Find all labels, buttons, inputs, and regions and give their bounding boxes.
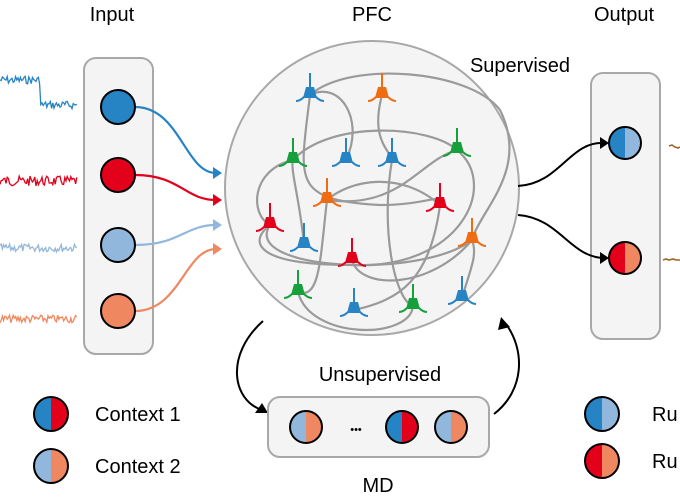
md-units	[289, 410, 468, 444]
md-unit-context1	[385, 410, 419, 444]
pyramidal-neuron-orange	[312, 178, 342, 207]
pyramidal-neuron-red	[337, 238, 367, 267]
pyramidal-neuron-orange	[367, 73, 397, 102]
input-trace-1	[0, 74, 78, 111]
pyramidal-neuron-blue	[289, 223, 319, 252]
pfc-title: PFC	[352, 4, 392, 26]
pyramidal-neuron-blue	[377, 138, 407, 167]
recurrent-wire-3	[309, 72, 511, 241]
pyramidal-neuron-green	[278, 138, 308, 167]
pyramidal-neuron-green	[283, 270, 313, 299]
pyramidal-neuron-red	[255, 203, 285, 232]
md-unit-context2-b	[434, 410, 468, 444]
output-unit-rule2	[608, 241, 642, 275]
input-trace-4	[0, 313, 78, 325]
legend-swatch-context-2	[33, 448, 69, 484]
output-arrowhead-2	[600, 252, 609, 264]
input-connection-2	[134, 173, 217, 202]
legend-swatch-context-1	[33, 396, 69, 432]
input-unit-light-blue	[100, 227, 136, 263]
output-connection-1	[517, 141, 606, 187]
md-ellipsis: •••	[350, 424, 362, 436]
input-connection-3	[134, 223, 217, 247]
recurrent-connections	[256, 72, 511, 331]
input-unit-light-orange	[100, 293, 136, 329]
input-unit-red	[100, 157, 136, 193]
input-box	[83, 57, 154, 355]
output-unit-rule1	[608, 126, 642, 160]
unsupervised-label: Unsupervised	[319, 364, 441, 386]
recurrent-wire-6	[258, 129, 475, 267]
legend-label-context-1: Context 1	[95, 404, 181, 426]
pfc-to-md-arrow	[236, 320, 264, 411]
md-to-pfc-arrow	[493, 323, 521, 415]
output-trace-1	[668, 144, 680, 149]
input-unit-blue	[100, 89, 136, 125]
recurrent-wire-10	[353, 204, 442, 312]
output-arrowhead-1	[600, 137, 609, 149]
md-to-pfc-arrowhead	[498, 317, 510, 330]
pyramidal-neuron-green	[398, 284, 428, 313]
input-arrowhead-3	[213, 219, 222, 231]
output-trace-2	[662, 258, 680, 261]
input-signal-traces	[0, 74, 78, 325]
output-title: Output	[594, 4, 654, 26]
pyramidal-neuron-green	[442, 128, 472, 157]
md-box	[267, 396, 490, 458]
pfc-neurons	[255, 73, 487, 317]
recurrent-wire-16	[265, 224, 473, 267]
output-units	[608, 126, 642, 275]
recurrent-wire-13	[296, 291, 415, 331]
recurrent-wire-8	[297, 199, 329, 295]
input-arrowhead-4	[213, 243, 222, 255]
legend-label-context-2: Context 2	[95, 456, 181, 478]
output-connections	[517, 137, 609, 264]
input-title: Input	[90, 4, 135, 26]
pyramidal-neuron-blue	[331, 138, 361, 167]
output-connection-2	[517, 214, 606, 259]
recurrent-wire-9	[386, 159, 414, 308]
recurrent-wire-15	[326, 180, 441, 206]
pyramidal-neuron-blue	[339, 288, 369, 317]
legend-label-rule-2: Ru	[652, 451, 678, 473]
input-connection-4	[134, 247, 217, 313]
input-trace-3	[0, 241, 78, 254]
legend-swatch-rule-2	[584, 443, 620, 479]
supervised-label: Supervised	[470, 55, 570, 77]
legend-swatch-rule-1	[584, 396, 620, 432]
input-trace-2	[0, 174, 78, 187]
recurrent-wire-5	[256, 158, 294, 226]
pfc-to-md-arrowhead	[255, 403, 268, 413]
pyramidal-neuron-blue	[447, 276, 477, 305]
legend-label-rule-1: Ru	[652, 404, 678, 426]
output-box	[590, 72, 661, 340]
pyramidal-neuron-blue	[295, 73, 325, 102]
recurrent-wire-11	[350, 239, 473, 282]
recurrent-wire-14	[291, 159, 306, 246]
input-connection-1	[134, 105, 217, 175]
md-label: MD	[362, 475, 393, 497]
input-arrowhead-2	[213, 194, 222, 206]
input-connections	[134, 105, 222, 313]
pyramidal-neuron-red	[425, 183, 455, 212]
pyramidal-neuron-orange	[457, 218, 487, 247]
input-units	[100, 89, 136, 329]
input-arrowhead-1	[213, 167, 222, 179]
md-unit-context2-a	[289, 410, 323, 444]
recurrent-wire-4	[309, 90, 354, 161]
context-legend: Context 1 Context 2	[33, 396, 181, 484]
